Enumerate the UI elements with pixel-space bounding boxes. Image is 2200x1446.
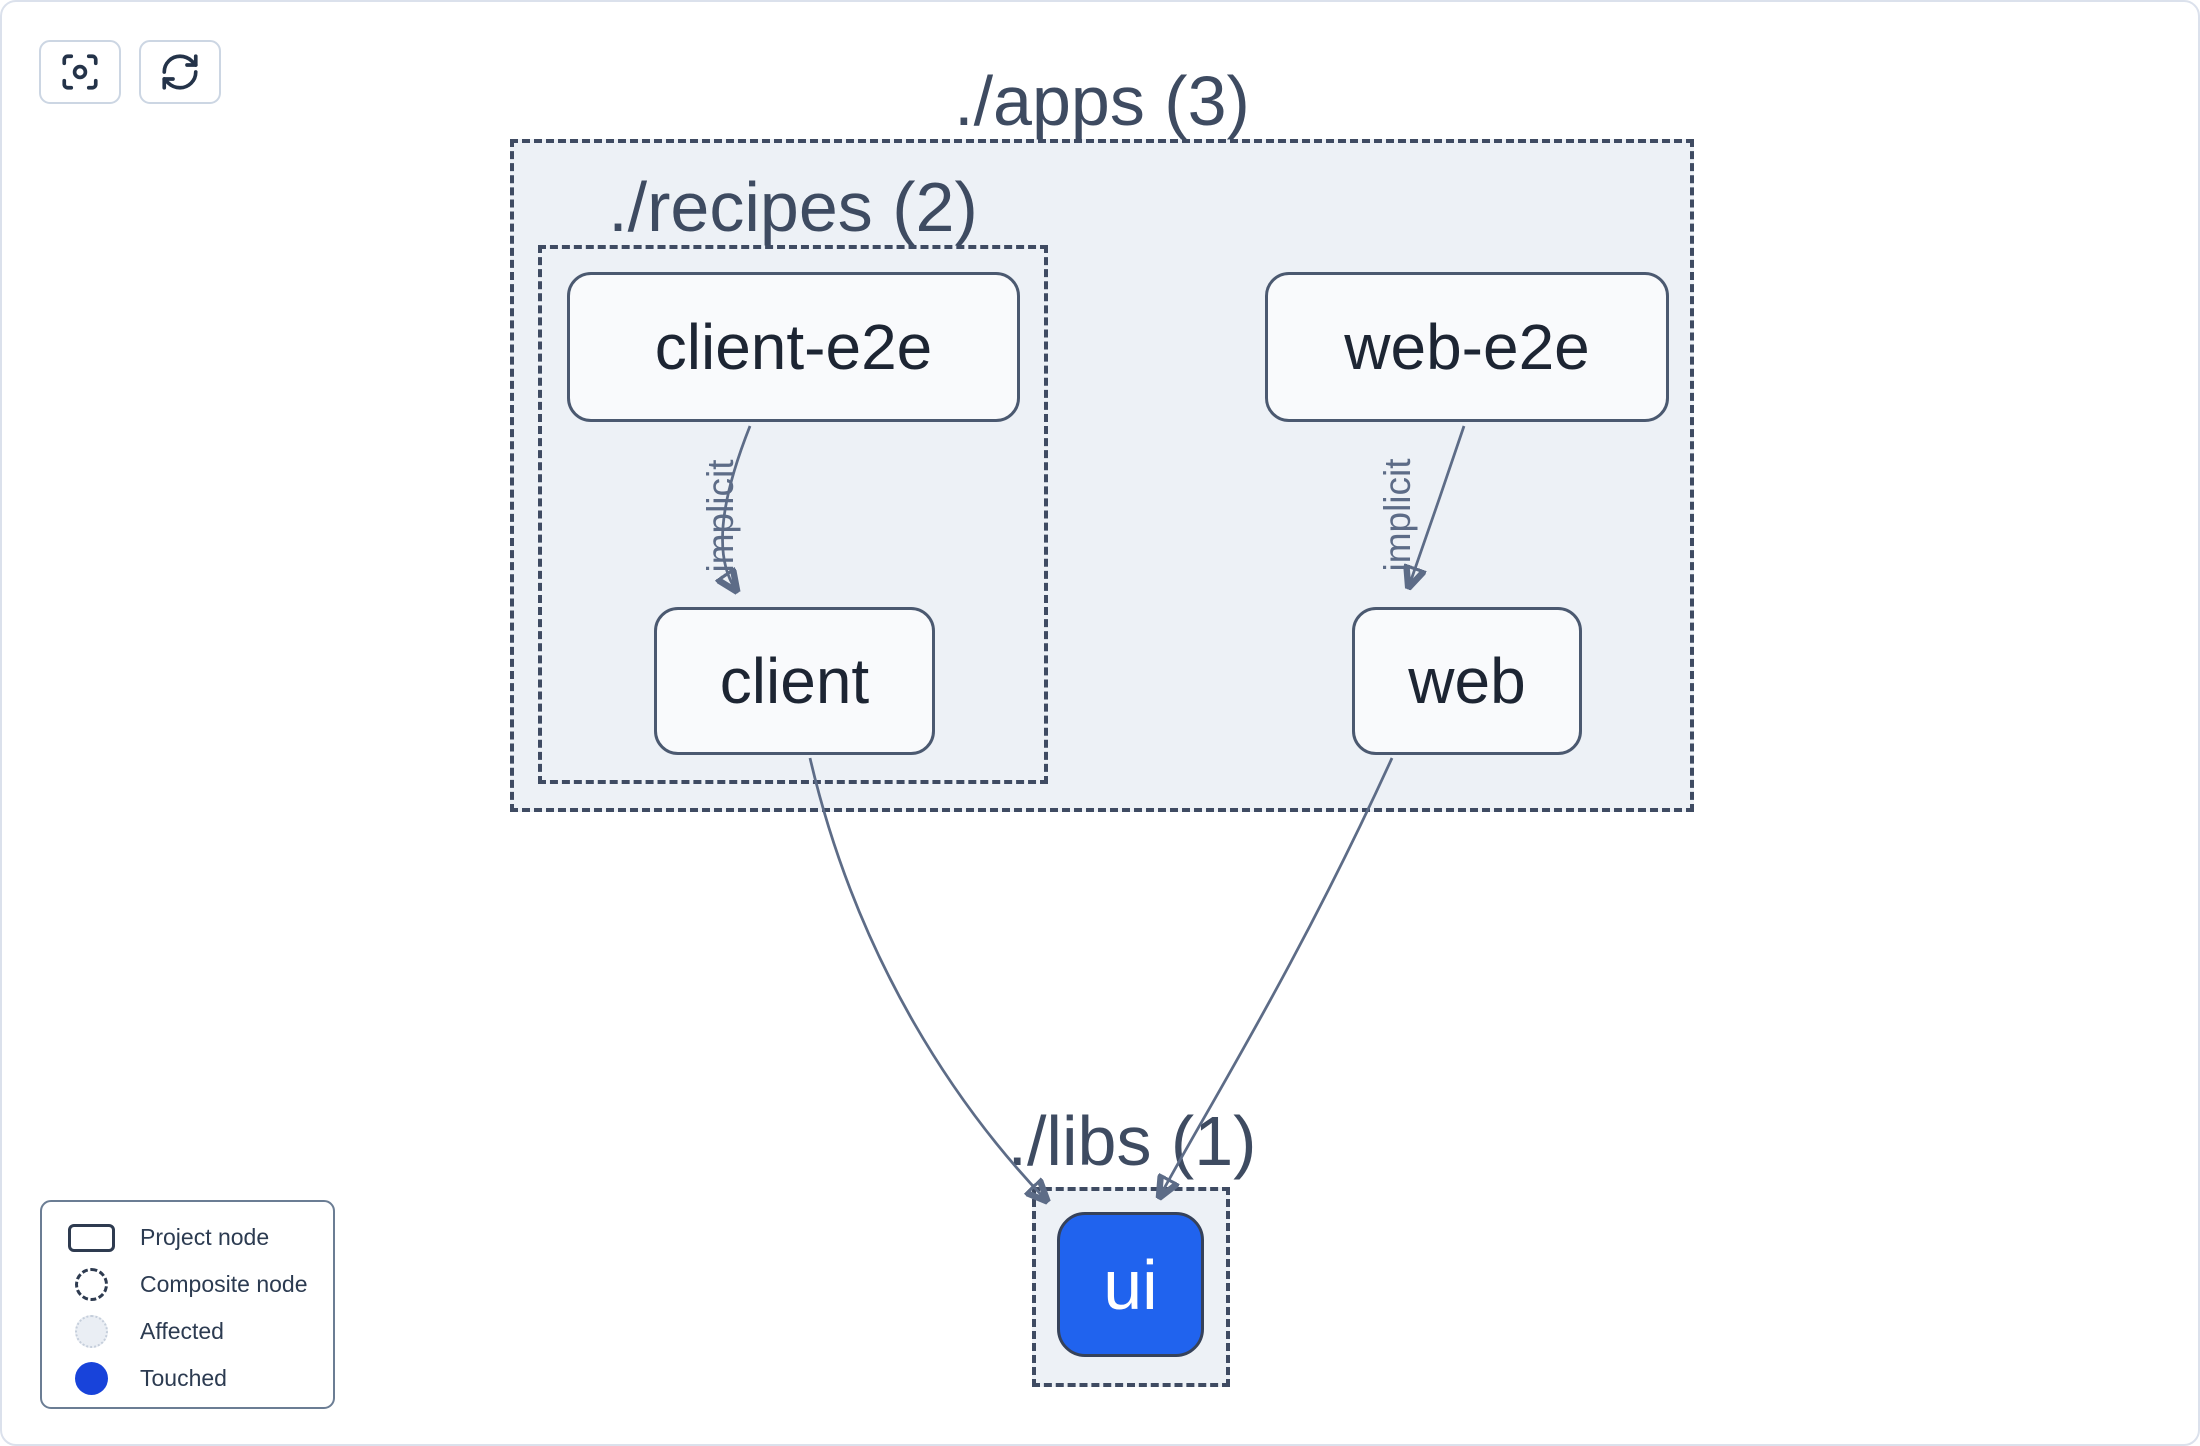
node-web-e2e[interactable]: web-e2e (1265, 272, 1669, 422)
legend-row-touched: Touched (42, 1355, 333, 1402)
legend-row-affected: Affected (42, 1308, 333, 1355)
touched-swatch (74, 1362, 108, 1395)
legend-label-composite: Composite node (140, 1271, 308, 1297)
focus-button[interactable] (39, 40, 121, 104)
group-title-libs: ./libs (1) (1007, 1102, 1257, 1180)
legend-label-project: Project node (140, 1224, 270, 1250)
group-title-recipes: ./recipes (2) (608, 168, 978, 246)
refresh-icon (162, 54, 198, 90)
focus-icon (62, 54, 98, 90)
node-client[interactable]: client (654, 607, 935, 755)
legend-label-touched: Touched (140, 1365, 227, 1391)
project-node-swatch (67, 1223, 115, 1252)
node-ui[interactable]: ui (1057, 1212, 1204, 1357)
composite-node-swatch (74, 1268, 108, 1301)
affected-swatch (74, 1315, 108, 1348)
group-title-apps: ./apps (3) (954, 62, 1250, 140)
node-client-e2e[interactable]: client-e2e (567, 272, 1020, 422)
legend: Project node Composite node Affected Tou… (40, 1200, 335, 1409)
refresh-button[interactable] (139, 40, 221, 104)
edge-label-implicit-client[interactable]: implicit (700, 459, 741, 573)
edge-label-implicit-web[interactable]: implicit (1377, 458, 1418, 572)
legend-row-project: Project node (42, 1214, 333, 1261)
node-web[interactable]: web (1352, 607, 1582, 755)
legend-label-affected: Affected (140, 1318, 224, 1344)
legend-row-composite: Composite node (42, 1261, 333, 1308)
